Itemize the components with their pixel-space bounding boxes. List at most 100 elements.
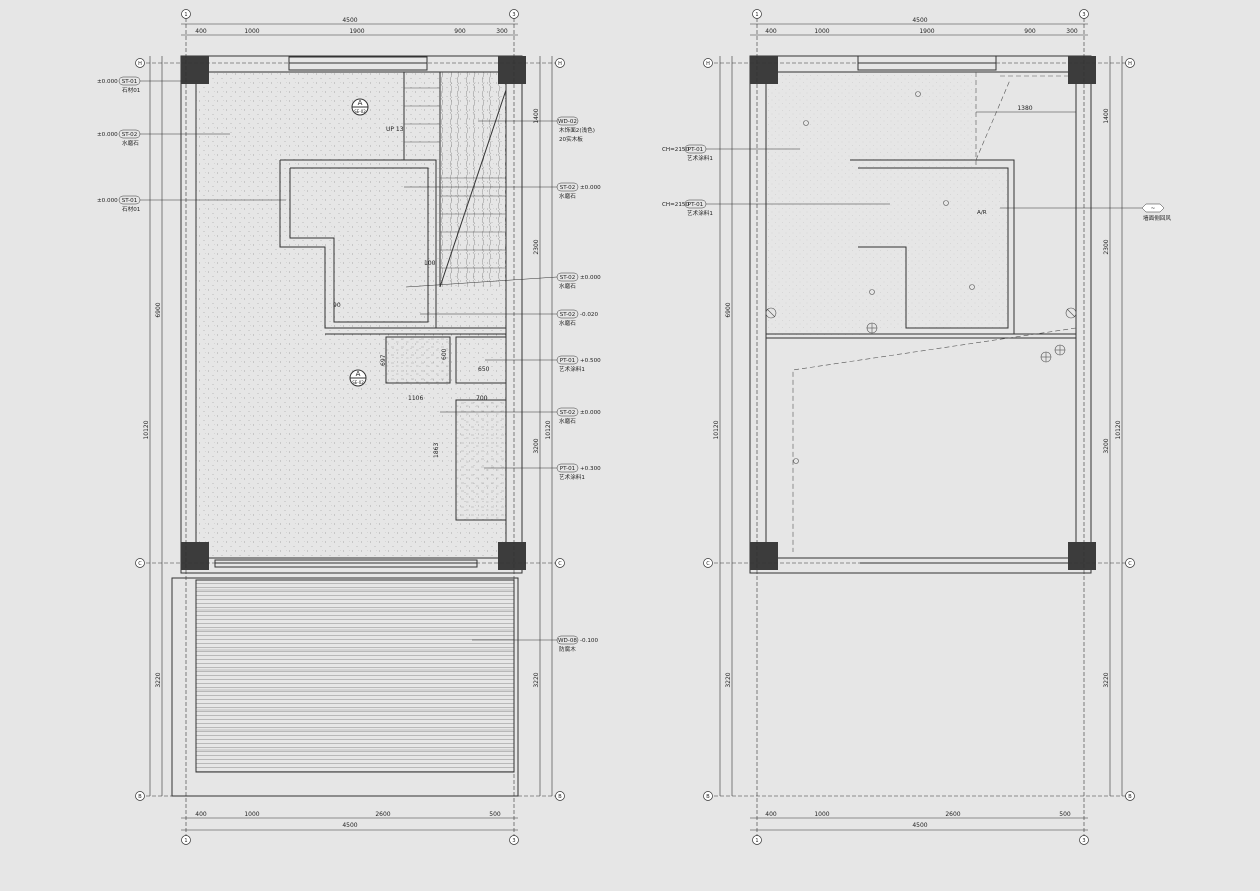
grid-1-bottom: 1 xyxy=(755,838,758,844)
dim-697: 697 xyxy=(380,354,387,366)
dim-left-lower: 3220 xyxy=(725,672,732,687)
dim-right-a: 1400 xyxy=(1103,108,1110,123)
dim-left-total: 10120 xyxy=(713,420,720,439)
dim-top-total: 4500 xyxy=(912,17,927,24)
callout-code: ST-02 xyxy=(560,410,576,416)
callout-level: +0.300 xyxy=(580,466,601,472)
callout-code: ST-02 xyxy=(560,312,576,318)
dim-bottom-3: 2600 xyxy=(375,811,390,818)
raised-platform xyxy=(386,337,450,383)
callout-code: ST-01 xyxy=(122,198,138,204)
dim-1863: 1863 xyxy=(433,443,440,458)
dim-bottom-2: 1000 xyxy=(244,811,259,818)
callout-level: ±0.000 xyxy=(97,132,118,138)
callout-name: 水磨石 xyxy=(559,417,576,425)
callout-right-4: ST-02 -0.020 水磨石 xyxy=(556,309,598,327)
callout-right-3: ST-02 ±0.000 水磨石 xyxy=(556,272,601,290)
ceiling-fill-room xyxy=(862,168,1008,328)
dim-top-total: 4500 xyxy=(342,17,357,24)
dim-right-a: 1400 xyxy=(533,108,540,123)
callout-name: 艺术涂料1 xyxy=(559,473,585,481)
callout-code: ST-02 xyxy=(122,132,138,138)
dim-bottom-1: 400 xyxy=(195,811,207,818)
dim-right-b: 2300 xyxy=(533,239,540,254)
callout-right-5: PT-01 +0.500 艺术涂料1 xyxy=(556,355,601,373)
callout-code: PT-01 xyxy=(560,466,576,472)
callout-level: ±0.000 xyxy=(580,275,601,281)
callout-right-7: PT-01 +0.300 艺术涂料1 xyxy=(556,463,601,481)
callout-name: 水磨石 xyxy=(559,192,576,200)
dim-top-2: 1000 xyxy=(244,28,259,35)
dim-right-d: 3220 xyxy=(1103,672,1110,687)
callout-ch: CH=2150 xyxy=(662,147,689,153)
dim-right-c: 3200 xyxy=(1103,438,1110,453)
section-ref: SE-02 xyxy=(354,109,366,114)
callout-right-8: WD-08 -0.100 防腐木 xyxy=(556,635,598,653)
structural-columns xyxy=(181,56,526,570)
ar-label: A/R xyxy=(977,210,987,216)
callout-name: 石材01 xyxy=(122,86,141,94)
dim-left-upper: 6900 xyxy=(725,302,732,317)
grid-3-bottom: 3 xyxy=(1082,838,1085,844)
callout-name: 艺术涂料1 xyxy=(687,154,713,162)
ceiling-fill-left xyxy=(766,168,862,338)
dim-top-1: 400 xyxy=(765,28,777,35)
grid-3-bottom: 3 xyxy=(512,838,515,844)
callout-name: 水磨石 xyxy=(559,319,576,327)
stair-up-label: UP 13 xyxy=(386,126,404,133)
dim-right-total: 10120 xyxy=(545,420,552,439)
grid-1-top: 1 xyxy=(755,12,758,18)
section-letter: A xyxy=(356,370,361,378)
callout-name: 墙面侧回风 xyxy=(1143,214,1171,222)
dim-700: 700 xyxy=(476,395,488,402)
ceiling-callout-1: CH=2150 PT-01 艺术涂料1 xyxy=(662,144,713,162)
callout-level: -0.020 xyxy=(580,312,598,318)
dim-bottom-3: 2600 xyxy=(945,811,960,818)
dim-top-3: 1900 xyxy=(919,28,934,35)
ceiling-plan: 1380 A/R xyxy=(662,9,1171,845)
dim-650: 650 xyxy=(478,366,490,373)
dim-right-d: 3220 xyxy=(533,672,540,687)
callout-right-6: ST-02 ±0.000 水磨石 xyxy=(556,407,601,425)
dim-right-total: 10120 xyxy=(1115,420,1122,439)
ceiling-callout-2: CH=2150 PT-01 艺术涂料1 xyxy=(662,199,713,217)
callout-left-1: ±0.000 ST-01 石材01 xyxy=(97,76,141,94)
dim-bottom-1: 400 xyxy=(765,811,777,818)
grid-c-right: C xyxy=(1128,561,1132,567)
grid-b-right: B xyxy=(558,794,562,800)
deck-area xyxy=(196,580,514,772)
dim-top-1: 400 xyxy=(195,28,207,35)
structural-columns xyxy=(750,56,1096,570)
grid-b-right: B xyxy=(1128,794,1132,800)
dim-left-total: 10120 xyxy=(143,420,150,439)
dim-left-lower: 3220 xyxy=(155,672,162,687)
dim-bottom-total: 4500 xyxy=(342,822,357,829)
dim-bottom-2: 1000 xyxy=(814,811,829,818)
callout-code: PT-01 xyxy=(688,202,704,208)
callout-code: WD-02 xyxy=(558,119,577,125)
dim-bottom-4: 500 xyxy=(489,811,501,818)
callout-name: 艺术涂料1 xyxy=(687,209,713,217)
callout-code: ST-01 xyxy=(122,79,138,85)
section-letter: A xyxy=(358,99,363,107)
section-ref: SE-02 xyxy=(352,380,364,385)
callout-name-2: 20实木板 xyxy=(559,135,583,143)
callout-name: 木饰面2(浅色) xyxy=(559,126,595,134)
callout-code: ~ xyxy=(1151,206,1156,212)
grid-h-left: H xyxy=(706,61,710,67)
callout-left-2: ±0.000 ST-02 水磨石 xyxy=(97,129,141,147)
callout-name: 艺术涂料1 xyxy=(559,365,585,373)
dim-top-5: 300 xyxy=(1066,28,1078,35)
dim-1380: 1380 xyxy=(1017,105,1032,112)
callout-level: ±0.000 xyxy=(97,79,118,85)
callout-level: +0.500 xyxy=(580,358,601,364)
ceiling-fixtures xyxy=(765,91,1077,464)
callout-code: PT-01 xyxy=(560,358,576,364)
grid-b-left: B xyxy=(706,794,710,800)
grid-c-right: C xyxy=(558,561,562,567)
callout-ch: CH=2150 xyxy=(662,202,689,208)
dim-top-2: 1000 xyxy=(814,28,829,35)
section-marker-lower: A SE-02 xyxy=(349,369,367,387)
callout-level: ±0.000 xyxy=(580,185,601,191)
grid-h-right: H xyxy=(1128,61,1132,67)
